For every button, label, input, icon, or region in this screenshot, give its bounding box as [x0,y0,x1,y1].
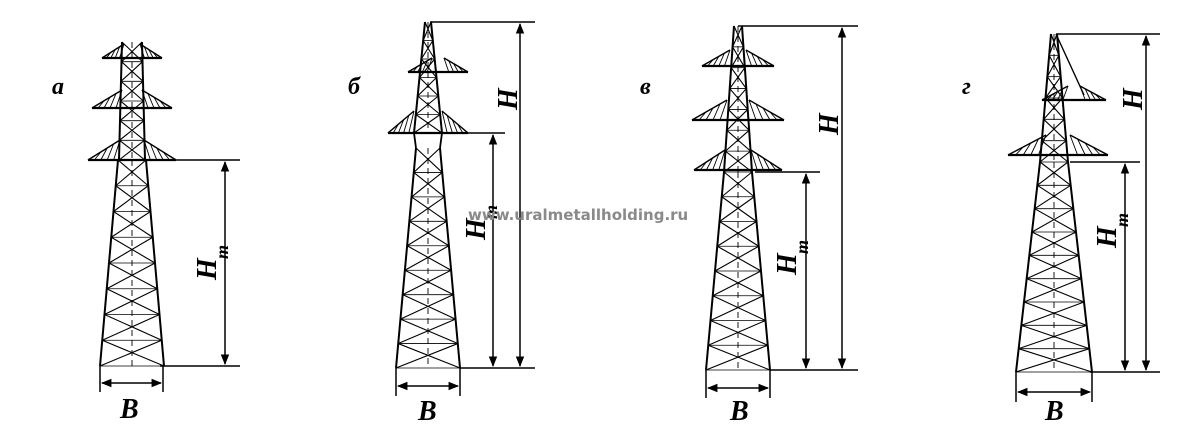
base-dimension-b [395,368,461,396]
base-label-d: B [1044,396,1064,427]
panel-c: в H H т B [640,25,858,427]
base-dimension-c [705,370,771,398]
tower-height-dimension-d [1070,161,1140,372]
height-label-c: H [814,112,845,136]
panel-letter-c: в [640,74,651,100]
tower-height-label-a: H т [192,245,232,281]
svg-text:H: H [1092,225,1123,249]
height-label-d: H [1118,87,1149,111]
tower-height-dimension-a [150,159,240,367]
height-dimension-d [1056,33,1160,373]
tower-height-dimension-c [755,171,820,370]
svg-text:т: т [792,240,812,254]
svg-text:H: H [461,217,492,241]
base-label-c: B [729,396,749,427]
height-dimension-c [738,25,858,371]
base-label-b: B [417,396,437,427]
svg-text:т: т [481,205,501,219]
tower-height-dimension-b [440,132,505,368]
tower-d [1007,33,1109,373]
tower-a [87,41,177,367]
panel-letter-b: б [348,74,361,100]
svg-text:т: т [1112,213,1132,227]
tower-height-label-d: H т [1092,213,1132,249]
svg-text:H: H [192,257,223,281]
tower-height-label-c: H т [772,240,812,276]
tower-height-label-b: H т [461,205,501,241]
tower-b [387,21,469,369]
svg-text:т: т [212,245,232,259]
tower-c [691,25,785,371]
panel-b: б H H т B [348,21,535,427]
watermark: www.uralmetallholding.ru [468,206,688,224]
base-dimension-a [99,366,164,392]
panel-letter-a: а [52,74,64,100]
height-dimension-b [430,21,535,369]
panel-d: г H H т B [962,33,1160,427]
base-label-a: B [119,394,139,425]
svg-text:H: H [772,252,803,276]
panel-letter-d: г [962,74,971,100]
panel-a: а H т B [52,41,240,425]
base-dimension-d [1015,372,1093,402]
height-label-b: H [493,87,524,111]
